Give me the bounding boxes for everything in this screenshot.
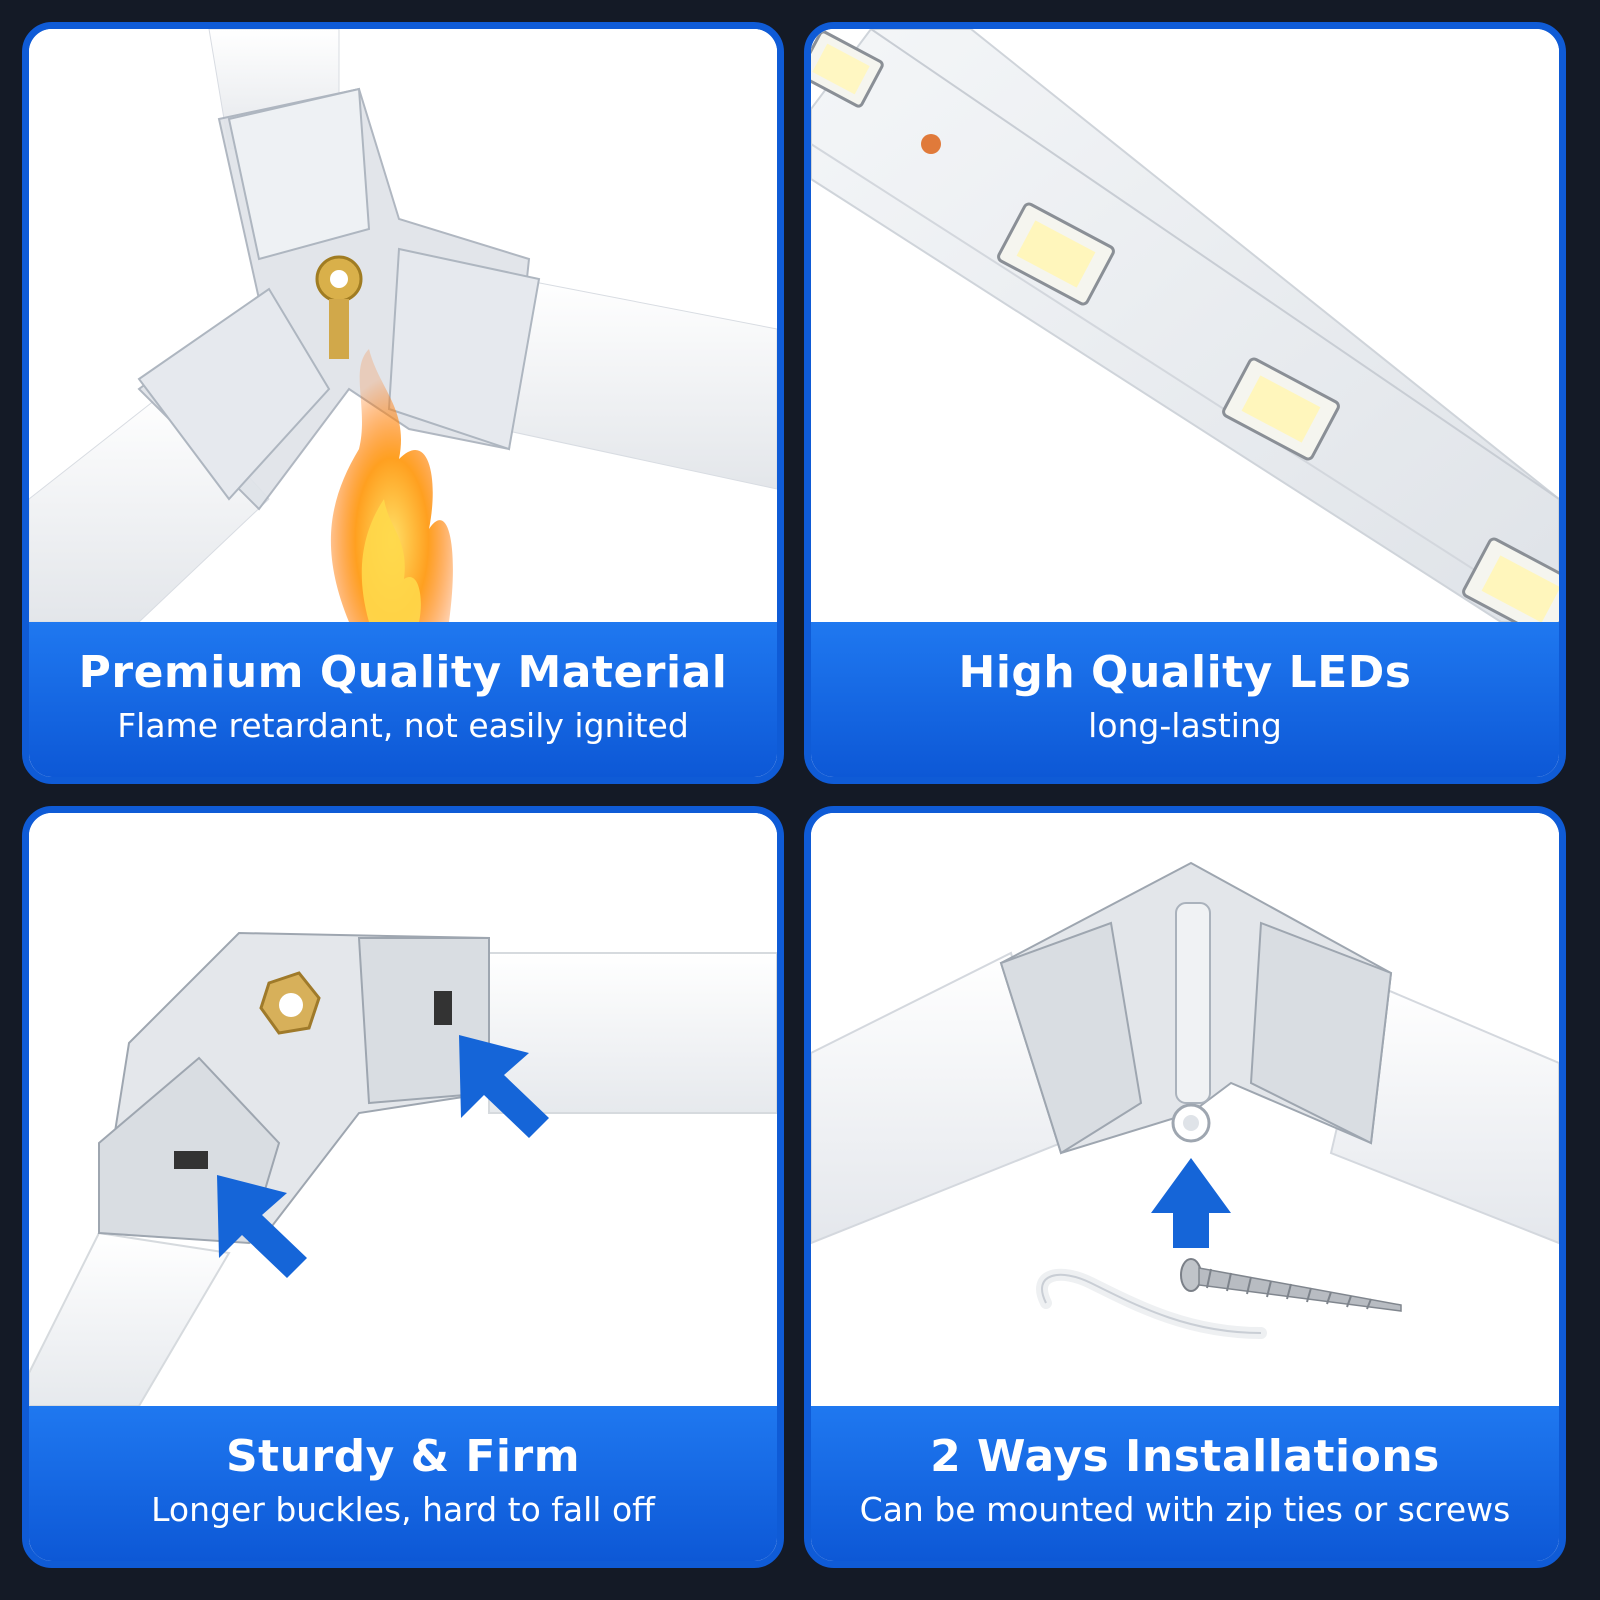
- panel-title: 2 Ways Installations: [930, 1431, 1440, 1482]
- y-connector-flame-icon: [29, 29, 777, 622]
- led-strip-icon: [811, 29, 1559, 622]
- caption-bar: 2 Ways Installations Can be mounted with…: [811, 1406, 1559, 1561]
- corner-connector-screw-icon: [811, 813, 1559, 1406]
- caption-bar: High Quality LEDs long-lasting: [811, 622, 1559, 777]
- panel-subtitle: Can be mounted with zip ties or screws: [859, 1490, 1511, 1529]
- caption-bar: Premium Quality Material Flame retardant…: [29, 622, 777, 777]
- panel-subtitle: Flame retardant, not easily ignited: [117, 706, 689, 745]
- panel-title: Sturdy & Firm: [225, 1431, 581, 1482]
- caption-bar: Sturdy & Firm Longer buckles, hard to fa…: [29, 1406, 777, 1561]
- feature-panel-material: Premium Quality Material Flame retardant…: [22, 22, 784, 784]
- l-connector-buckle-icon: [29, 813, 777, 1406]
- panel-subtitle: long-lasting: [1088, 706, 1282, 745]
- feature-panel-sturdy: Sturdy & Firm Longer buckles, hard to fa…: [22, 806, 784, 1568]
- feature-panel-installation: 2 Ways Installations Can be mounted with…: [804, 806, 1566, 1568]
- panel-title: Premium Quality Material: [78, 647, 728, 698]
- panel-subtitle: Longer buckles, hard to fall off: [151, 1490, 655, 1529]
- panel-title: High Quality LEDs: [958, 647, 1412, 698]
- feature-panel-leds: High Quality LEDs long-lasting: [804, 22, 1566, 784]
